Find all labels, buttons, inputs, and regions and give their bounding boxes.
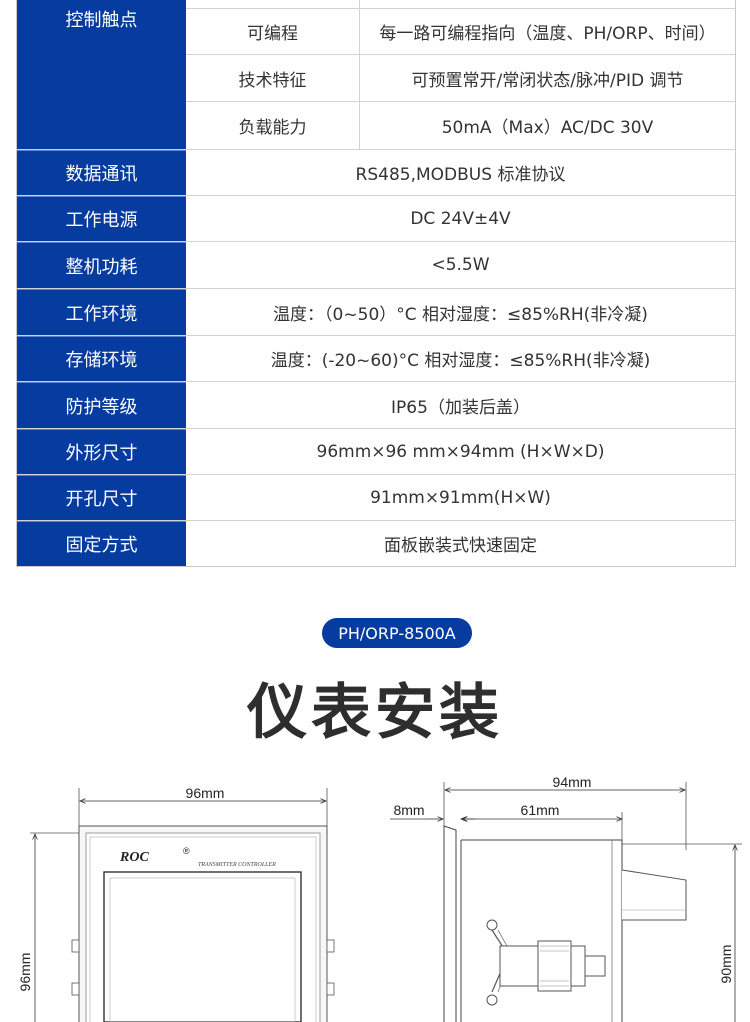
section-title: 仪表安装 bbox=[247, 678, 503, 748]
spec-table: 控制触点 可编程 每一路可编程指向（温度、PH/ORP、时间） 技术特征 可预置… bbox=[16, 0, 736, 567]
installation-drawing: 96mm 96mm ROC ® TRANSMITTER CONTROLLER 9… bbox=[17, 774, 742, 1022]
spec-row-control-contacts: 控制触点 可编程 每一路可编程指向（温度、PH/ORP、时间） 技术特征 可预置… bbox=[17, 0, 735, 149]
spec-label: 整机功耗 bbox=[17, 242, 186, 288]
sub-key: 技术特征 bbox=[186, 55, 360, 101]
control-contacts-subgrid: 可编程 每一路可编程指向（温度、PH/ORP、时间） 技术特征 可预置常开/常闭… bbox=[186, 0, 735, 149]
spec-row-cutout-size: 开孔尺寸 91mm×91mm(H×W) bbox=[17, 474, 735, 520]
sub-value bbox=[360, 0, 735, 8]
side-body-label: 61mm bbox=[521, 802, 560, 818]
brand-logo: ROC bbox=[119, 850, 149, 865]
side-bezel-label: 8mm bbox=[393, 802, 424, 818]
front-width-label: 96mm bbox=[186, 785, 225, 801]
brand-subtitle: TRANSMITTER CONTROLLER bbox=[198, 862, 276, 868]
spec-row-working-environment: 工作环境 温度：（0~50）°C 相对湿度：≤85%RH(非冷凝) bbox=[17, 288, 735, 335]
front-view: 96mm 96mm ROC ® TRANSMITTER CONTROLLER bbox=[17, 785, 335, 1022]
spec-value: IP65（加装后盖） bbox=[391, 397, 530, 418]
spec-label: 防护等级 bbox=[17, 382, 186, 428]
side-height-label: 90mm bbox=[718, 945, 734, 984]
spec-row-power-supply: 工作电源 DC 24V±4V bbox=[17, 195, 735, 241]
spec-value: 91mm×91mm(H×W) bbox=[370, 487, 551, 508]
sub-key: 负载能力 bbox=[186, 102, 360, 149]
sub-value: 可预置常开/常闭状态/脉冲/PID 调节 bbox=[411, 70, 684, 91]
sub-value: 每一路可编程指向（温度、PH/ORP、时间） bbox=[379, 24, 716, 44]
spec-row-storage-environment: 存储环境 温度：(-20~60)°C 相对湿度：≤85%RH(非冷凝) bbox=[17, 335, 735, 381]
sub-row: 负载能力 50mA（Max）AC/DC 30V bbox=[186, 101, 735, 149]
front-height-label: 96mm bbox=[17, 953, 33, 992]
sub-row: 技术特征 可预置常开/常闭状态/脉冲/PID 调节 bbox=[186, 54, 735, 101]
spec-value: 温度：(-20~60)°C 相对湿度：≤85%RH(非冷凝) bbox=[270, 351, 651, 371]
display-screen bbox=[103, 871, 302, 1022]
side-depth-label: 94mm bbox=[553, 774, 592, 790]
side-view: 94mm 8mm 61mm 90mm bbox=[390, 774, 742, 1022]
sub-key bbox=[186, 0, 360, 8]
spec-value: 温度：（0~50）°C 相对湿度：≤85%RH(非冷凝) bbox=[273, 304, 648, 325]
spec-row-protection-level: 防护等级 IP65（加装后盖） bbox=[17, 381, 735, 428]
spec-label: 控制触点 bbox=[17, 0, 186, 149]
spec-row-data-communication: 数据通讯 RS485,MODBUS 标准协议 bbox=[17, 149, 735, 195]
spec-label: 固定方式 bbox=[17, 521, 186, 566]
spec-value: <5.5W bbox=[431, 255, 490, 275]
mounting-clip bbox=[486, 919, 606, 1006]
spec-label: 工作环境 bbox=[17, 289, 186, 335]
spec-row-dimensions: 外形尺寸 96mm×96 mm×94mm (H×W×D) bbox=[17, 428, 735, 474]
spec-label: 存储环境 bbox=[17, 336, 186, 381]
spec-label: 数据通讯 bbox=[17, 150, 186, 195]
spec-label: 开孔尺寸 bbox=[17, 475, 186, 520]
spec-label: 工作电源 bbox=[17, 196, 186, 241]
spec-row-power-consumption: 整机功耗 <5.5W bbox=[17, 241, 735, 288]
sub-row-partial bbox=[186, 0, 735, 8]
sub-key: 可编程 bbox=[186, 9, 360, 54]
spec-value: 面板嵌装式快速固定 bbox=[384, 536, 537, 556]
spec-value: RS485,MODBUS 标准协议 bbox=[355, 165, 566, 185]
spec-value: DC 24V±4V bbox=[410, 208, 511, 229]
brand-mark: ® bbox=[183, 846, 190, 856]
sub-row: 可编程 每一路可编程指向（温度、PH/ORP、时间） bbox=[186, 8, 735, 54]
sub-value: 50mA（Max）AC/DC 30V bbox=[441, 118, 654, 138]
spec-row-mounting-method: 固定方式 面板嵌装式快速固定 bbox=[17, 520, 735, 566]
spec-value: 96mm×96 mm×94mm (H×W×D) bbox=[316, 441, 605, 462]
spec-label: 外形尺寸 bbox=[17, 429, 186, 474]
model-badge: PH/ORP-8500A bbox=[322, 618, 472, 648]
